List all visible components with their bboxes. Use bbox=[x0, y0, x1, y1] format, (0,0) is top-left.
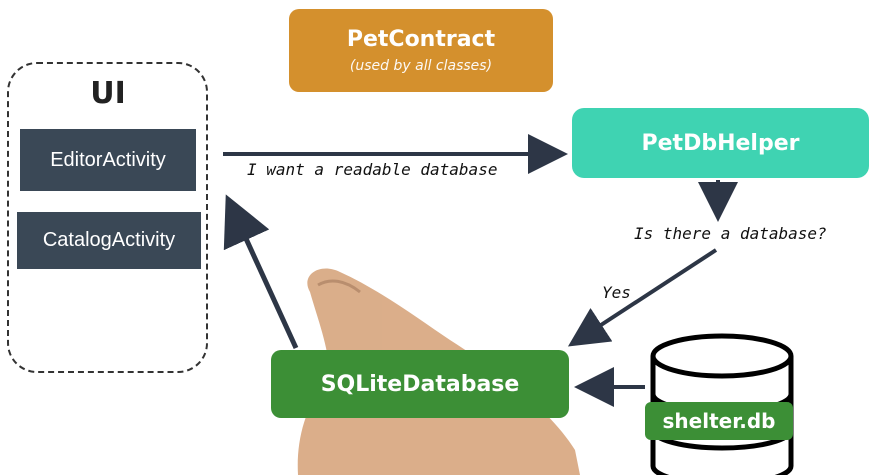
ui-title: UI bbox=[90, 76, 126, 111]
edge-label-is-there: Is there a database? bbox=[634, 224, 827, 243]
petcontract-subtitle: (used by all classes) bbox=[349, 58, 493, 74]
editor-activity-box: EditorActivity bbox=[20, 129, 196, 191]
petcontract-box: PetContract (used by all classes) bbox=[289, 9, 553, 92]
arrow-sqlite-to-ui bbox=[223, 194, 299, 350]
sqlitedatabase-box: SQLiteDatabase bbox=[271, 350, 569, 418]
petcontract-title: PetContract bbox=[346, 27, 496, 52]
ui-container bbox=[7, 62, 208, 373]
petdbhelper-box: PetDbHelper bbox=[572, 108, 869, 178]
catalog-activity-box: CatalogActivity bbox=[17, 212, 201, 269]
edge-label-yes: Yes bbox=[602, 283, 631, 302]
edge-label-readable: I want a readable database bbox=[247, 160, 498, 179]
arrow-yes bbox=[567, 248, 718, 347]
shelter-db-label: shelter.db bbox=[645, 402, 793, 440]
